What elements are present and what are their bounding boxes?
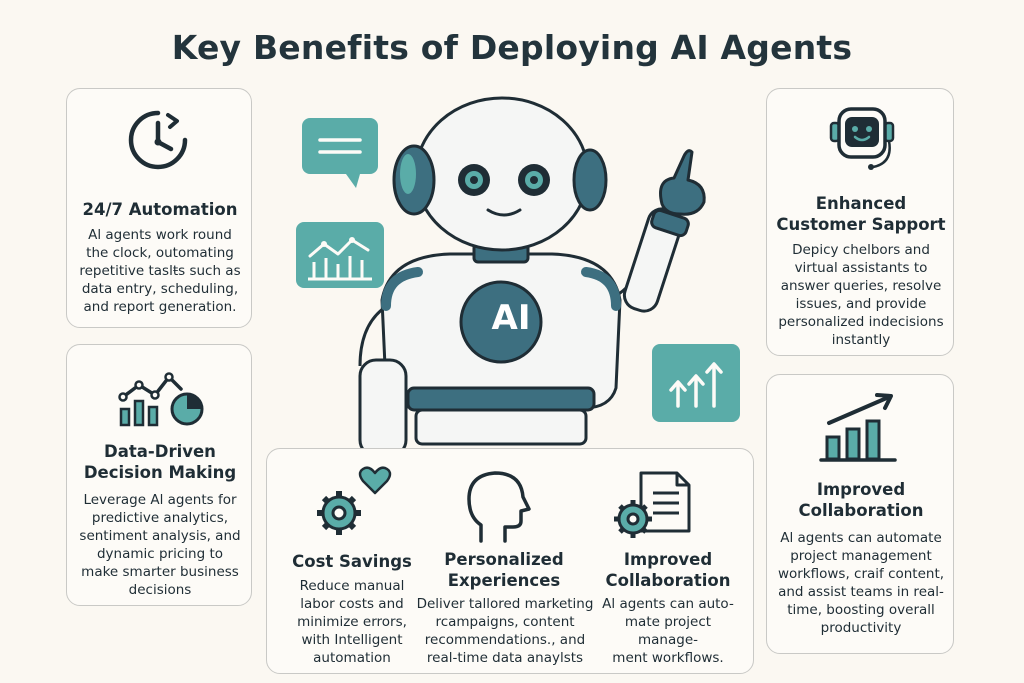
card-text-line: real-time data anaylsts xyxy=(426,650,584,666)
analytics-chart-icon xyxy=(118,372,204,427)
card-title-line: Data-Driven xyxy=(104,442,216,461)
card-text-line: Al agents work round xyxy=(88,227,232,243)
card-title-line: Decision Making xyxy=(83,463,237,482)
card-text-line: automation xyxy=(313,650,391,666)
card-text-line: sentiment analysis, and xyxy=(79,528,241,544)
card-text-line: mate project manage- xyxy=(624,614,712,648)
growth-bars-icon xyxy=(819,393,897,462)
card-text-line: ment workflows. xyxy=(612,650,724,666)
card-text-line: personalized indecisions xyxy=(778,314,944,330)
card-text-line: decisions xyxy=(128,582,192,598)
card-improved-collaboration-right: Improved Collaboration Al agents can aut… xyxy=(766,374,954,654)
clock-icon xyxy=(128,110,188,170)
card-text-line: issues, and provide xyxy=(795,296,927,312)
card-text-line: with Intelligent xyxy=(301,632,403,648)
card-text-line: Reduce manual xyxy=(299,578,405,594)
card-text-line: recommendations., and xyxy=(424,632,586,648)
card-title-line: Customer Sapport xyxy=(776,215,946,234)
robot-illustration xyxy=(358,96,706,456)
card-text-line: and report generation. xyxy=(83,299,237,315)
card-title: Cost Savings xyxy=(292,552,412,571)
card-text-line: Deliver tallored marketing xyxy=(416,596,594,612)
card-text-line: answer queries, resolve xyxy=(780,278,942,294)
card-data-driven-decision-making: Data-Driven Decision Making Leverage Al … xyxy=(66,344,252,606)
card-title-line: Personalized xyxy=(444,550,564,569)
card-text-line: rcampaigns, content xyxy=(435,614,575,630)
robot-chest-label: AI xyxy=(491,298,531,338)
card-title: 24/7 Automation xyxy=(82,200,238,219)
arrows-up-icon xyxy=(652,344,740,422)
card-title-line: Experiences xyxy=(447,571,561,590)
card-text-line: workflows, craif content, xyxy=(777,566,945,582)
card-text-line: productivity xyxy=(820,620,902,636)
card-text-line: and assist teams in real- xyxy=(778,584,944,600)
card-text-line: time, boosting overall xyxy=(787,602,935,618)
card-text-line: Al agents can automate xyxy=(780,530,942,546)
chatbot-headset-icon xyxy=(829,107,895,170)
card-text-line: data entry, scheduling, xyxy=(81,281,239,297)
card-enhanced-customer-support: Enhanced Customer Sapport Depicy chelbor… xyxy=(766,88,954,356)
card-title-line: Improved xyxy=(623,550,713,569)
head-profile-icon xyxy=(467,471,531,543)
card-text-line: predictive analytics, xyxy=(91,510,229,526)
card-title-line: Enhanced xyxy=(815,194,907,213)
card-title-line: Collaboration xyxy=(798,501,924,520)
card-text-line: instantly xyxy=(831,332,891,348)
card-text-line: virtual assistants to xyxy=(794,260,928,276)
card-title-line: Collaboration xyxy=(605,571,731,590)
chat-bubble-icon xyxy=(302,118,378,188)
card-text-line: labor costs and xyxy=(300,596,404,612)
gear-document-icon xyxy=(614,471,691,538)
card-text-line: minimize errors, xyxy=(297,614,407,630)
card-text-line: Depicy chelbors and xyxy=(792,242,930,258)
card-text-line: the clock, outomating xyxy=(86,245,234,261)
card-text-line: Leverage Al agents for xyxy=(83,492,237,508)
card-text-line: make smarter business xyxy=(81,564,239,580)
page-title: Key Benefits of Deploying AI Agents xyxy=(171,28,853,67)
card-title-line: Improved xyxy=(816,480,906,499)
line-chart-icon xyxy=(296,222,384,288)
card-text-line: project management xyxy=(790,548,932,564)
card-text-line: dynamic pricing to xyxy=(96,546,223,562)
gear-heart-icon xyxy=(317,466,392,535)
card-bottom-benefits: Cost Savings Reduce manual labor costs a… xyxy=(266,448,754,674)
card-text-line: repetitive taslŧs such as xyxy=(79,263,241,279)
card-text-line: Al agents can auto- xyxy=(602,596,734,612)
card-24-7-automation: 24/7 Automation Al agents work round the… xyxy=(66,88,252,328)
